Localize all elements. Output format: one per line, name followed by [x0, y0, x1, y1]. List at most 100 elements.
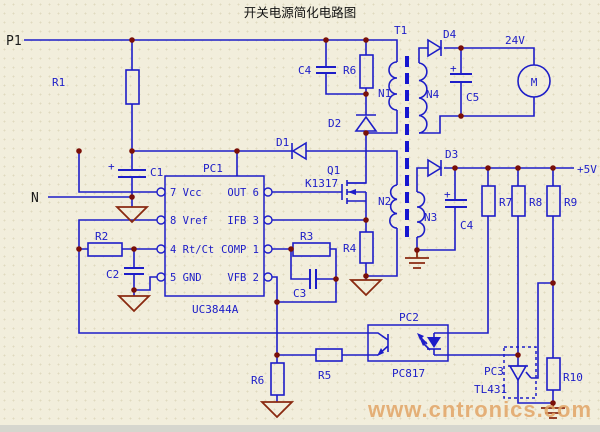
diode-d4 — [427, 38, 443, 58]
junction-dots — [76, 37, 556, 406]
secondary-side-wires — [416, 47, 574, 404]
c2-label: C2 — [106, 268, 119, 281]
pin-7-vcc: 7 Vcc — [170, 187, 202, 199]
ic-body — [164, 175, 265, 297]
optocoupler-pc2: PC2 PC817 — [367, 311, 449, 380]
capacitor-c4-secondary — [445, 199, 467, 208]
r6-bottom-label: R6 — [251, 374, 264, 387]
r2-label: R2 — [95, 230, 108, 243]
r7-label: R7 — [499, 196, 512, 209]
pin-3-ifb: IFB 3 — [227, 215, 259, 227]
light-arrow-icon — [420, 339, 427, 346]
ic-part-label: UC3844A — [192, 303, 239, 316]
body-arrow — [348, 189, 356, 195]
regulator-pc3: PC3 TL431 — [474, 346, 537, 399]
earth-ground-icon — [405, 250, 429, 269]
resistor-r6-snubber — [359, 54, 374, 89]
c4-snubber-label: C4 — [298, 64, 312, 77]
ic-ref-label: PC1 — [203, 162, 223, 175]
mosfet-q1 — [341, 180, 366, 204]
c1-label: C1 — [150, 166, 163, 179]
terminal-n-label: N — [31, 191, 39, 206]
pin-8-vref: 8 Vref — [170, 215, 208, 227]
capacitors — [118, 66, 472, 289]
c4-secondary-plus-sign: + — [444, 188, 451, 201]
winding-n4 — [418, 62, 428, 134]
motor-label: M — [531, 76, 538, 89]
ground-triangle-icon — [116, 295, 152, 313]
resistor-r10 — [546, 357, 561, 391]
r5-label: R5 — [318, 369, 331, 382]
q1-part-label: K1317 — [305, 177, 338, 190]
r6-snubber-label: R6 — [343, 64, 356, 77]
transformer-ref-label: T1 — [394, 24, 407, 37]
bottom-border — [0, 425, 600, 432]
pin-5-gnd: 5 GND — [170, 272, 202, 284]
winding-n1 — [388, 61, 398, 111]
q1-ref-label: Q1 — [327, 164, 340, 177]
r3-label: R3 — [300, 230, 313, 243]
capacitor-c2 — [124, 267, 144, 275]
d1-label: D1 — [276, 136, 289, 149]
labels: 开关电源简化电路图 P1 N 24V +5V T1 N1 N2 N3 N4 Q1… — [6, 5, 597, 422]
winding-n2-label: N2 — [378, 195, 391, 208]
rail-24v-label: 24V — [505, 34, 525, 47]
ground-triangle-icon — [259, 401, 295, 419]
d3-label: D3 — [445, 148, 458, 161]
ground-triangle-icon — [348, 279, 384, 297]
r9-label: R9 — [564, 196, 577, 209]
r1-label: R1 — [52, 76, 65, 89]
capacitor-c1 — [118, 169, 146, 178]
opto-ref-label: PC2 — [399, 311, 419, 324]
r8-label: R8 — [529, 196, 542, 209]
d2-label: D2 — [328, 117, 341, 130]
diode-d3 — [427, 158, 443, 178]
resistor-r9 — [546, 185, 561, 217]
tl431-dashed-box — [503, 346, 537, 399]
winding-n2 — [389, 184, 398, 229]
transformer-t1 — [388, 56, 428, 240]
resistor-r1 — [125, 69, 140, 105]
capacitor-c5 — [450, 73, 472, 83]
schematic-title: 开关电源简化电路图 — [244, 5, 357, 20]
diode-d2 — [354, 114, 378, 132]
resistor-r4 — [359, 231, 374, 264]
c5-plus-sign: + — [450, 62, 457, 75]
winding-n4-label: N4 — [426, 88, 440, 101]
c3-label: C3 — [293, 287, 306, 300]
resistor-r2 — [87, 242, 123, 257]
c1-plus-sign: + — [108, 160, 115, 173]
ground-triangle-icon — [114, 206, 150, 224]
pin-1-comp: COMP 1 — [221, 244, 259, 256]
capacitor-c3 — [309, 269, 317, 289]
d4-label: D4 — [443, 28, 457, 41]
pin-2-vfb: VFB 2 — [227, 272, 259, 284]
resistors — [87, 54, 561, 396]
resistor-r5 — [315, 348, 343, 362]
motor: M — [517, 64, 551, 98]
r10-label: R10 — [563, 371, 583, 384]
pin-6-out: OUT 6 — [227, 187, 259, 199]
diodes — [291, 38, 443, 178]
emitter-arrow — [377, 348, 384, 356]
terminal-p1-label: P1 — [6, 34, 22, 49]
resistor-r6-bottom — [270, 362, 285, 396]
r4-label: R4 — [343, 242, 357, 255]
resistor-r8 — [511, 185, 526, 217]
resistor-r7 — [481, 185, 496, 217]
watermark: www.cntronics.com — [367, 397, 592, 422]
resistor-r3 — [292, 242, 331, 257]
light-arrow-icon — [417, 333, 424, 340]
led-triangle — [427, 337, 441, 348]
opto-body — [367, 324, 449, 362]
pin-4-rtct: 4 Rt/Ct — [170, 244, 214, 256]
opto-part-label: PC817 — [392, 367, 425, 380]
regulator-ref-label: PC3 — [484, 365, 504, 378]
winding-n3 — [416, 191, 426, 238]
ic-pc1: 7 Vcc 8 Vref 4 Rt/Ct 5 GND OUT 6 IFB 3 C… — [156, 162, 273, 316]
capacitor-c4-snubber — [316, 66, 336, 74]
primary-side-wires — [24, 39, 398, 280]
winding-n1-label: N1 — [378, 87, 391, 100]
